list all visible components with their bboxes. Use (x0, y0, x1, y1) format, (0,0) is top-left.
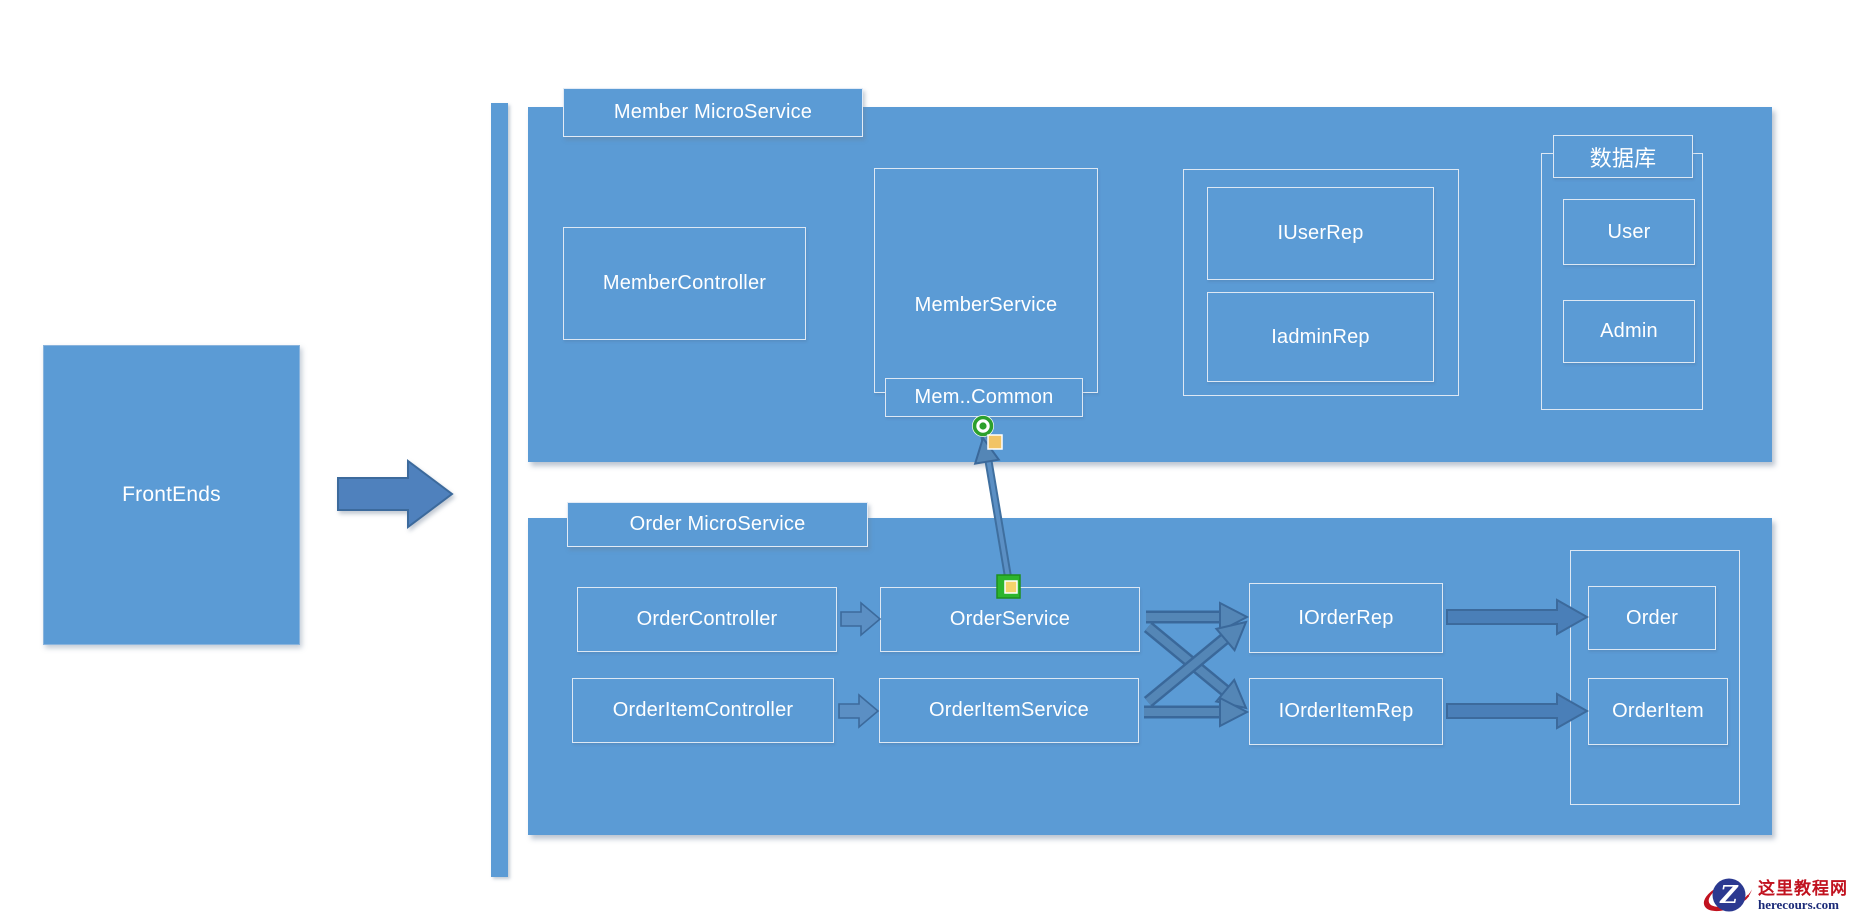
watermark-z-logo-icon: Z (1703, 878, 1753, 912)
mem-common-label: Mem..Common (914, 386, 1054, 408)
order-item-service-label: OrderItemService (929, 699, 1089, 721)
connector-endpoint-handle-top[interactable] (972, 415, 994, 437)
order-service-label: OrderService (949, 608, 1071, 630)
frontends-to-services-arrow-icon[interactable] (337, 459, 454, 529)
order-entity-box[interactable]: Order (1588, 586, 1716, 650)
frontends-box[interactable]: FrontEnds (43, 345, 300, 645)
watermark: Z 这里教程网 herecours.com (1702, 872, 1848, 920)
order-item-controller-label: OrderItemController (612, 699, 794, 721)
member-controller-box[interactable]: MemberController (563, 227, 806, 340)
order-entity-label: Order (1625, 606, 1679, 629)
order-item-entity-label: OrderItem (1612, 700, 1704, 722)
member-service-label: MemberService (914, 294, 1058, 316)
order-service-to-mem-common-connector[interactable] (971, 433, 1013, 584)
member-microservice-title: Member MicroService (613, 101, 813, 123)
order-microservice-panel[interactable] (528, 518, 1772, 835)
member-controller-label: MemberController (602, 272, 767, 294)
order-entities-container[interactable] (1570, 550, 1740, 805)
admin-table-box[interactable]: Admin (1563, 300, 1695, 363)
order-item-controller-box[interactable]: OrderItemController (572, 678, 834, 743)
order-controller-label: OrderController (636, 608, 778, 630)
user-table-label: User (1607, 220, 1651, 243)
iorder-item-rep-label: IOrderItemRep (1278, 700, 1414, 722)
member-microservice-title-box[interactable]: Member MicroService (563, 88, 863, 137)
connector-endpoint-handle-bottom[interactable] (996, 574, 1021, 599)
order-item-service-box[interactable]: OrderItemService (879, 678, 1139, 743)
iuser-rep-label: IUserRep (1277, 222, 1364, 244)
watermark-site-domain: herecours.com (1758, 897, 1839, 913)
iadmin-rep-label: IadminRep (1271, 325, 1370, 348)
svg-text:Z: Z (1719, 880, 1739, 909)
order-item-entity-box[interactable]: OrderItem (1588, 678, 1728, 745)
database-title-box[interactable]: 数据库 (1553, 135, 1693, 178)
user-table-box[interactable]: User (1563, 199, 1695, 265)
iorder-rep-box[interactable]: IOrderRep (1249, 583, 1443, 653)
order-controller-to-service-arrow-icon[interactable] (840, 601, 882, 637)
frontends-label: FrontEnds (122, 483, 221, 506)
watermark-site-name: 这里教程网 (1758, 879, 1848, 899)
admin-table-label: Admin (1600, 320, 1658, 342)
iadmin-rep-box[interactable]: IadminRep (1207, 292, 1434, 382)
member-repositories-container[interactable] (1183, 169, 1459, 396)
database-container[interactable] (1541, 153, 1703, 410)
services-to-reps-cross-arrows-icon[interactable] (1143, 601, 1255, 728)
order-controller-box[interactable]: OrderController (577, 587, 837, 652)
order-microservice-title-box[interactable]: Order MicroService (567, 502, 868, 547)
iuser-rep-box[interactable]: IUserRep (1207, 187, 1434, 280)
database-title: 数据库 (1589, 145, 1657, 171)
mem-common-box[interactable]: Mem..Common (885, 378, 1083, 417)
order-microservice-title: Order MicroService (629, 513, 806, 535)
gateway-bar[interactable] (491, 103, 508, 877)
connector-adjust-handle-top[interactable] (987, 434, 1003, 450)
iorder-rep-label: IOrderRep (1298, 606, 1394, 629)
iorder-rep-to-order-arrow-icon[interactable] (1446, 598, 1590, 636)
member-service-box[interactable]: MemberService (874, 168, 1098, 393)
iorder-item-rep-to-order-item-arrow-icon[interactable] (1446, 692, 1590, 730)
order-item-controller-to-service-arrow-icon[interactable] (838, 693, 880, 729)
iorder-item-rep-box[interactable]: IOrderItemRep (1249, 678, 1443, 745)
